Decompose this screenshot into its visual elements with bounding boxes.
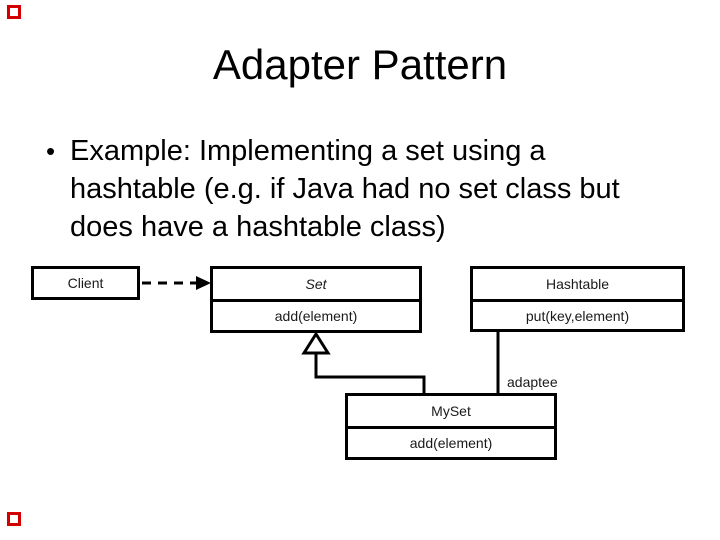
bullet-text: Example: Implementing a set using a hash… xyxy=(70,132,694,246)
inheritance-triangle-icon xyxy=(301,331,331,355)
red-corner-decoration-top-left xyxy=(7,5,21,19)
uml-class-hashtable: Hashtable put(key,element) xyxy=(470,266,685,332)
bullet-text-line-3: does have a hashtable class) xyxy=(70,211,446,243)
slide-title: Adapter Pattern xyxy=(212,41,508,88)
myset-class-method: add(element) xyxy=(409,435,493,451)
myset-class-name: MySet xyxy=(348,396,554,429)
bullet-text-line-1: Example: Implementing a set using a xyxy=(70,135,546,167)
set-class-name: Set xyxy=(213,269,419,302)
inheritance-connector-myset-to-set xyxy=(301,331,426,393)
set-class-method: add(element) xyxy=(274,308,358,324)
dependency-arrow-client-to-set xyxy=(142,276,211,290)
uml-class-set: Set add(element) xyxy=(210,266,422,333)
bullet-paragraph: • Example: Implementing a set using a ha… xyxy=(46,132,694,246)
adaptee-role-label: adaptee xyxy=(507,374,558,390)
uml-class-myset: MySet add(element) xyxy=(345,393,557,460)
uml-class-client: Client xyxy=(31,266,140,300)
hashtable-class-method: put(key,element) xyxy=(525,307,630,324)
client-class-name: Client xyxy=(67,275,104,291)
red-corner-decoration-bottom-left xyxy=(7,512,21,526)
bullet-text-line-2: hashtable (e.g. if Java had no set class… xyxy=(70,173,620,205)
bullet-marker: • xyxy=(46,136,56,166)
hashtable-class-name: Hashtable xyxy=(473,269,682,302)
